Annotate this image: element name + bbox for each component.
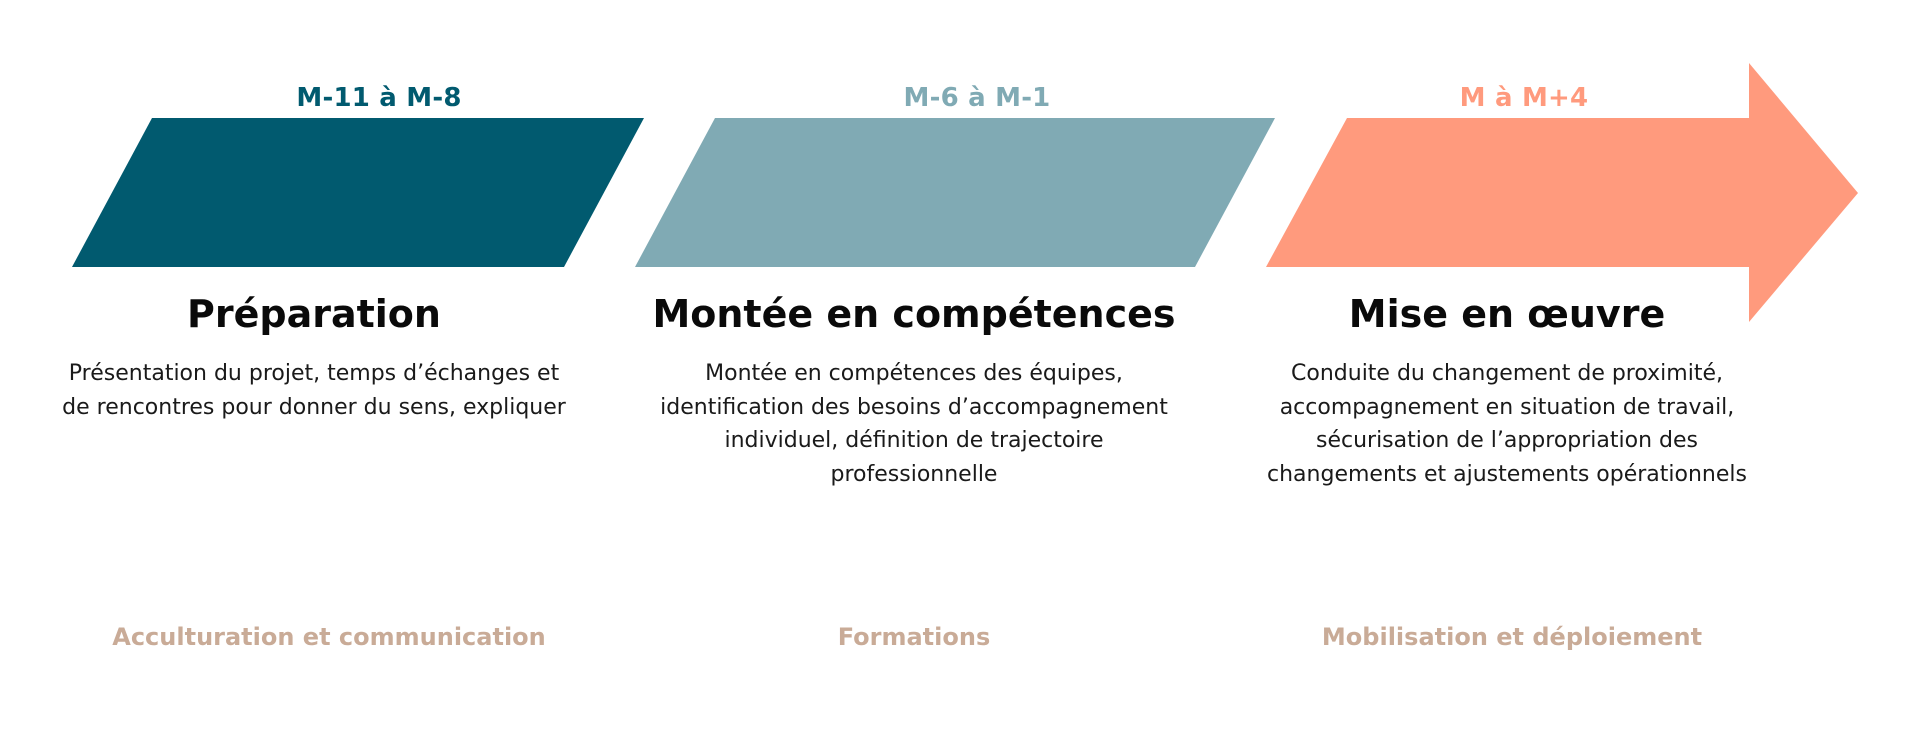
stage-1-period: M-11 à M-8	[296, 83, 462, 113]
stage-2-description: Montée en compétences des équipes, ident…	[660, 361, 1168, 487]
stage-2-footer: Formations	[837, 623, 991, 651]
stage-2-title: Montée en compétences	[652, 292, 1176, 336]
stage-1-title: Préparation	[187, 292, 441, 336]
preparation-parallelogram	[72, 118, 644, 267]
stage-3-description: Conduite du changement de proximité, acc…	[1267, 361, 1747, 487]
stage-3-period: M à M+4	[1459, 83, 1589, 113]
stage-1-footer: Acculturation et communication	[112, 623, 546, 651]
stage-1-description: Présentation du projet, temps d’échanges…	[62, 361, 566, 420]
stage-3-title: Mise en œuvre	[1348, 292, 1666, 336]
competences-parallelogram	[635, 118, 1275, 267]
stage-3-footer: Mobilisation et déploiement	[1321, 623, 1703, 651]
mise-en-oeuvre-arrow	[1266, 63, 1858, 322]
stage-2-period: M-6 à M-1	[903, 83, 1051, 113]
